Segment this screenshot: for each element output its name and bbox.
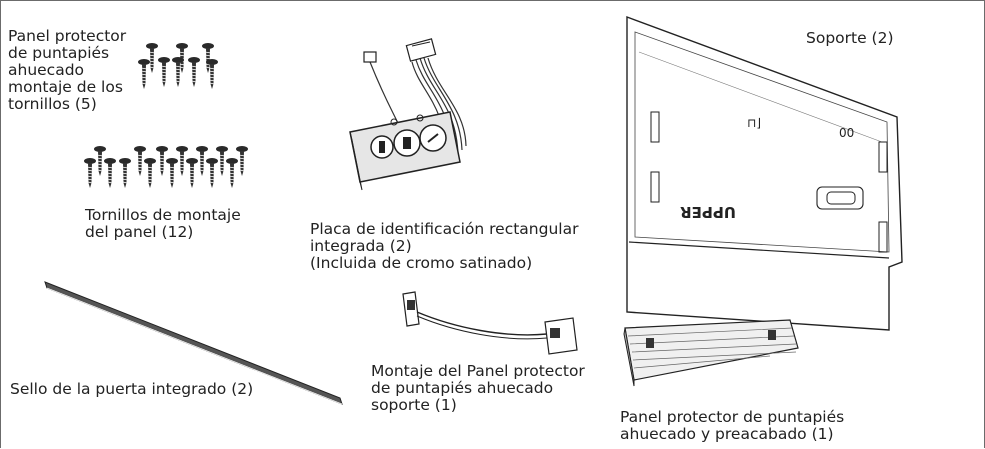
bracket-upper-text: UPPER xyxy=(680,203,736,221)
label-door-seal: Sello de la puerta integrado (2) xyxy=(10,380,254,398)
nameplate-illustration xyxy=(349,38,467,191)
screw-icon xyxy=(205,58,219,90)
screw-icon xyxy=(103,157,117,189)
screw-icon xyxy=(143,157,157,189)
label-bracket: Soporte (2) xyxy=(806,29,894,47)
screw-icon xyxy=(225,157,239,189)
screw-icon xyxy=(118,157,132,189)
label-panel-screws: Tornillos de montaje del panel (12) xyxy=(85,206,241,241)
screw-icon xyxy=(187,56,201,88)
toe-kick-panel-illustration xyxy=(623,319,799,387)
toe-kick-bracket-illustration xyxy=(402,291,578,355)
screw-icon xyxy=(157,56,171,88)
door-seal-illustration xyxy=(44,281,343,405)
screw-icon xyxy=(205,157,219,189)
screw-icon xyxy=(145,42,159,74)
svg-text:⊓⌋: ⊓⌋ xyxy=(747,116,761,130)
label-toe-kick-screws: Panel protector de puntapiés ahuecado mo… xyxy=(8,27,127,113)
label-toe-kick-panel: Panel protector de puntapiés ahuecado y … xyxy=(620,408,845,443)
label-toe-kick-bracket: Montaje del Panel protector de puntapiés… xyxy=(371,362,585,414)
svg-text:00: 00 xyxy=(839,126,854,140)
label-nameplate: Placa de identificación rectangular inte… xyxy=(310,220,579,272)
bracket-illustration: UPPER ⊓⌋ 00 xyxy=(626,15,903,331)
screw-icon xyxy=(83,157,97,189)
toe-kick-screws-group xyxy=(137,42,219,90)
panel-screws-group xyxy=(83,145,249,189)
screw-icon xyxy=(165,157,179,189)
screw-icon xyxy=(185,157,199,189)
screw-icon xyxy=(137,58,151,90)
